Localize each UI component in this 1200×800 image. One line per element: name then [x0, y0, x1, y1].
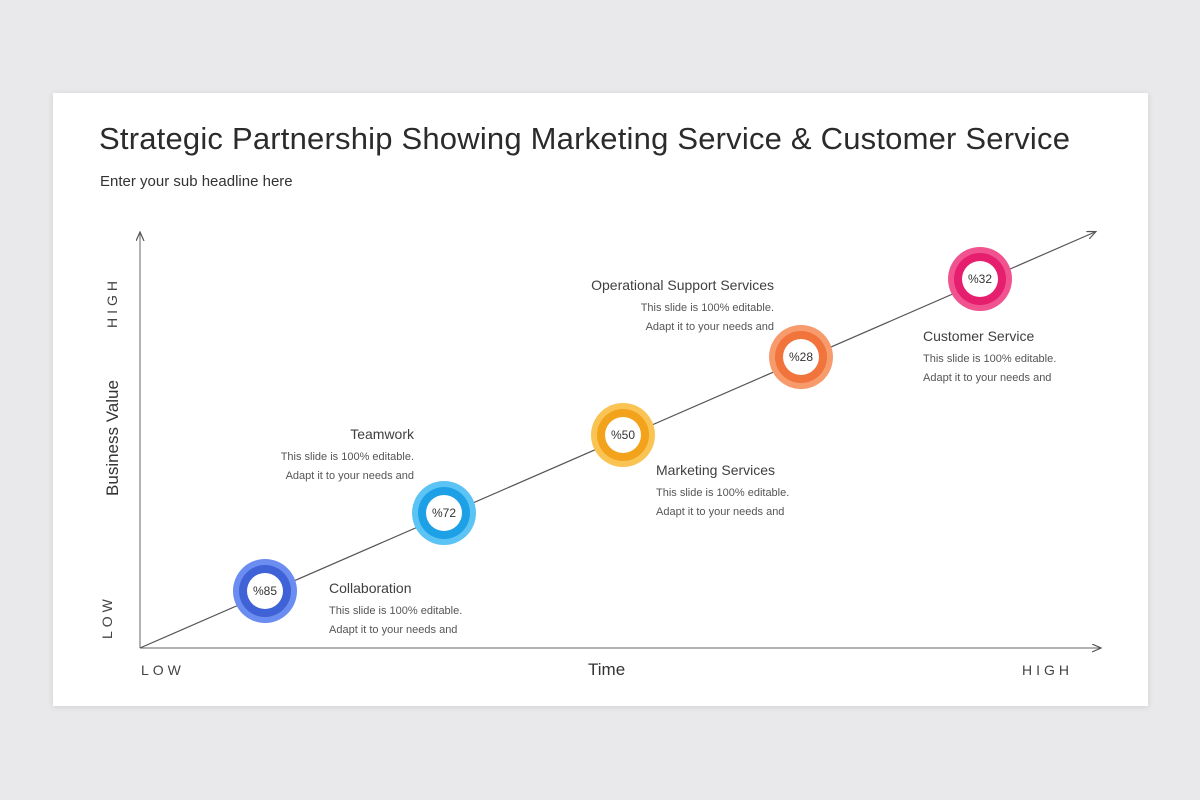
milestone-operational-text: Operational Support Services This slide … — [534, 277, 774, 337]
milestone-ring-center — [962, 261, 998, 297]
x-axis-low-label: LOW — [141, 662, 185, 678]
milestone-desc-line2: Adapt it to your needs and — [923, 372, 1052, 384]
milestone-title: Collaboration — [329, 580, 412, 596]
milestone-teamwork-text: Teamwork This slide is 100% editable. Ad… — [174, 426, 414, 486]
milestone-value: %72 — [432, 506, 456, 520]
milestone-desc-line1: This slide is 100% editable. — [656, 487, 790, 499]
milestone-ring-center — [426, 495, 462, 531]
milestone-title: Operational Support Services — [591, 277, 774, 293]
milestone-customer-text: Customer Service This slide is 100% edit… — [923, 328, 1163, 388]
milestone-ring-center — [783, 339, 819, 375]
growth-diagram: %85 %72 %50 %28 %32 — [53, 93, 1148, 706]
x-axis-title: Time — [588, 660, 626, 679]
milestone-value: %85 — [253, 584, 277, 598]
milestone-desc-line2: Adapt it to your needs and — [329, 624, 458, 636]
milestone-ring: %85 — [233, 559, 297, 623]
milestone-ring: %28 — [769, 325, 833, 389]
slide-title: Strategic Partnership Showing Marketing … — [99, 121, 1071, 156]
milestone-ring-center — [247, 573, 283, 609]
y-axis-high-label: HIGH — [104, 277, 120, 328]
milestone-ring: %32 — [948, 247, 1012, 311]
milestone-ring: %72 — [412, 481, 476, 545]
milestone-desc-line1: This slide is 100% editable. — [640, 302, 774, 314]
milestone-desc-line1: This slide is 100% editable. — [329, 605, 463, 617]
y-axis-title: Business Value — [103, 380, 122, 496]
milestone-marketing-text: Marketing Services This slide is 100% ed… — [656, 462, 896, 522]
milestone-title: Customer Service — [923, 328, 1035, 344]
milestone-value: %28 — [789, 350, 813, 364]
slide: Strategic Partnership Showing Marketing … — [53, 93, 1148, 706]
y-axis-low-label: LOW — [99, 595, 115, 639]
milestone-ring: %50 — [591, 403, 655, 467]
milestone-desc-line2: Adapt it to your needs and — [645, 321, 774, 333]
milestone-desc-line2: Adapt it to your needs and — [285, 470, 414, 482]
milestone-value: %50 — [611, 428, 635, 442]
milestone-desc-line2: Adapt it to your needs and — [656, 506, 785, 518]
milestone-ring-center — [605, 417, 641, 453]
x-axis-high-label: HIGH — [1022, 662, 1073, 678]
milestone-desc-line1: This slide is 100% editable. — [923, 353, 1057, 365]
milestone-desc-line1: This slide is 100% editable. — [280, 451, 414, 463]
milestone-title: Teamwork — [350, 426, 414, 442]
milestone-title: Marketing Services — [656, 462, 776, 478]
slide-subtitle: Enter your sub headline here — [100, 173, 293, 190]
milestone-value: %32 — [968, 272, 992, 286]
milestone-collaboration-text: Collaboration This slide is 100% editabl… — [329, 580, 569, 640]
